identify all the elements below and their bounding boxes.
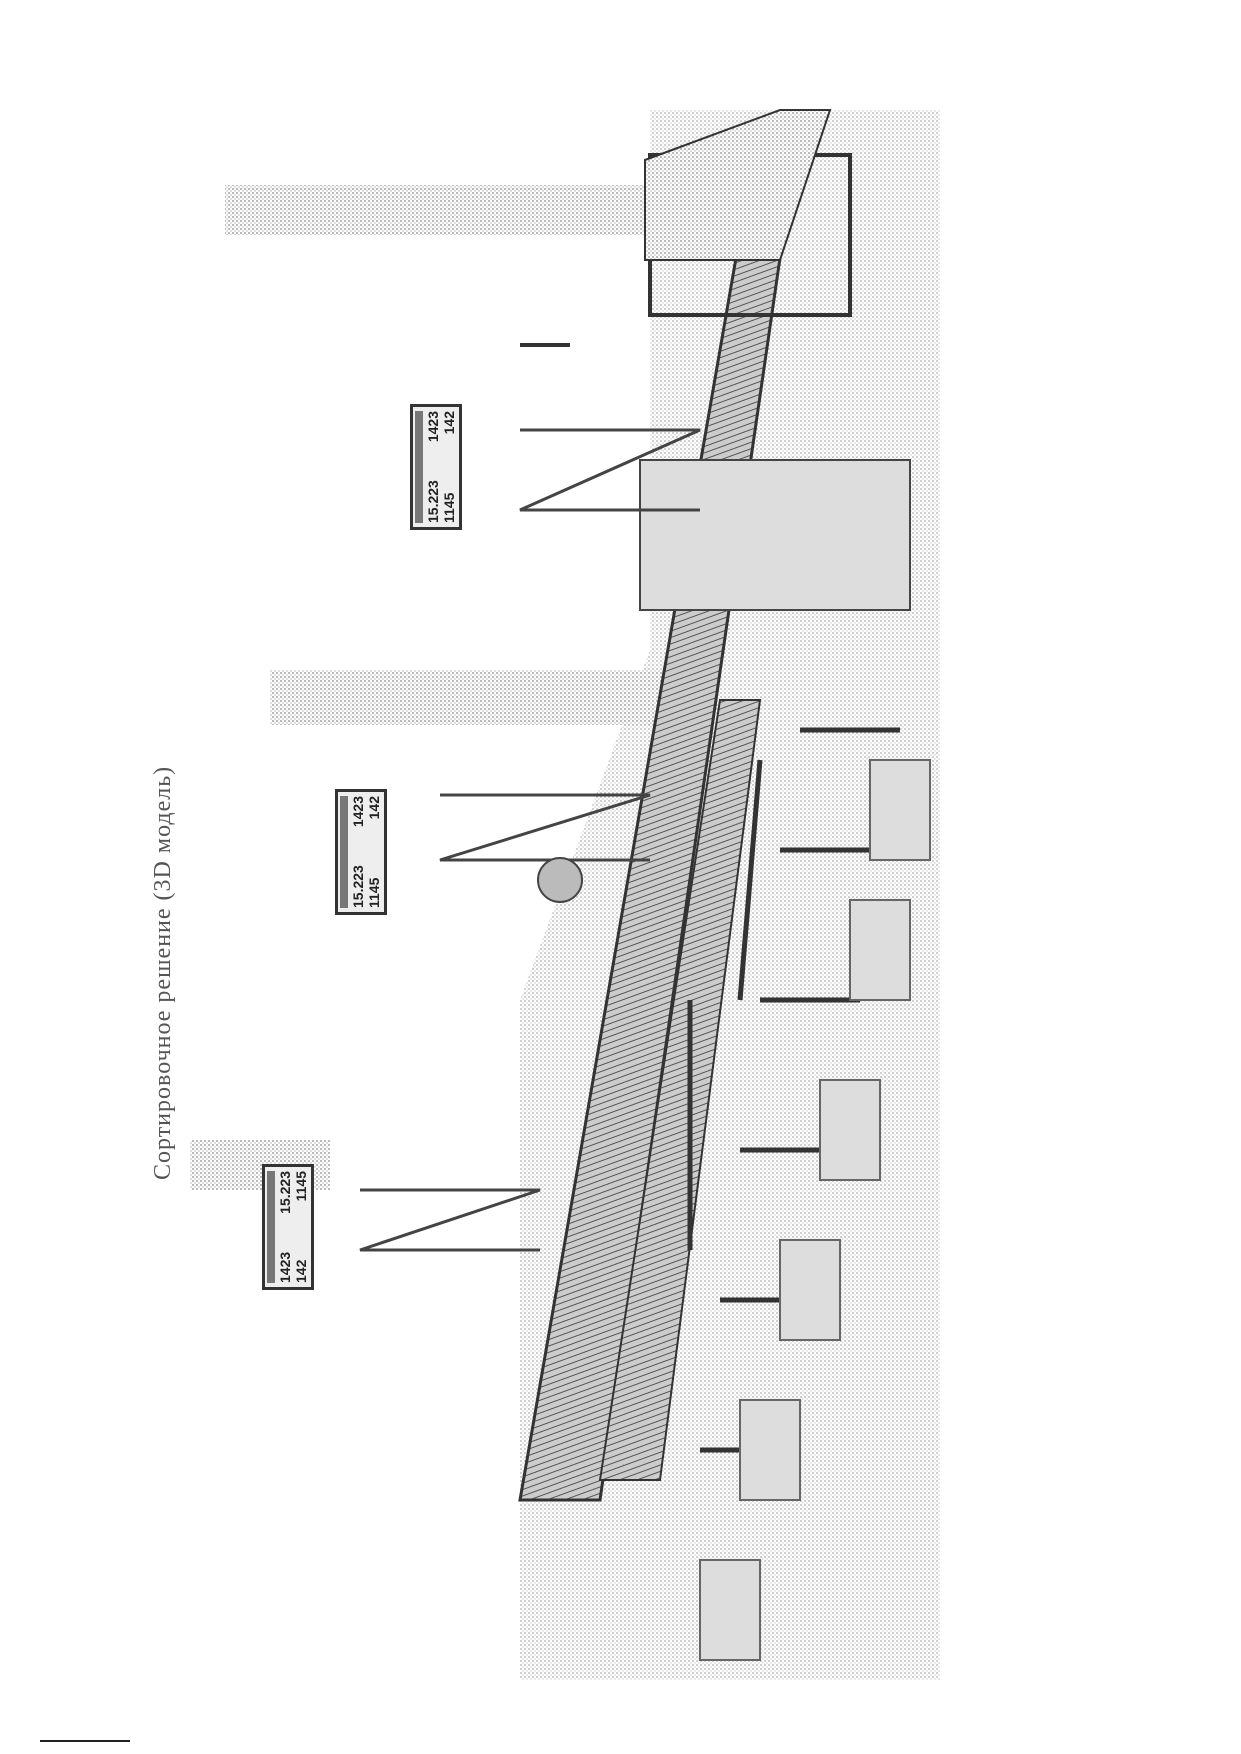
sign-value: 1145	[441, 492, 457, 523]
sign-masts	[359, 428, 701, 1252]
sign-value: 15.223	[277, 1171, 293, 1214]
sign-value: 1145	[293, 1171, 309, 1202]
conveyor-lane-2	[598, 699, 762, 1481]
wall-middle	[270, 670, 670, 725]
display-sign: 1423 15.223 142 1145	[262, 1164, 314, 1290]
sign-value: 1145	[366, 877, 382, 908]
scan-edge-line	[40, 1740, 130, 1742]
wall-top	[225, 185, 645, 235]
scanner-cabinet	[639, 459, 911, 611]
sign-value: 1423	[350, 796, 366, 828]
sign-value: 1423	[425, 411, 441, 443]
bins	[699, 759, 931, 1661]
display-sign: 15.223 1423 1145 142	[410, 404, 462, 530]
sign-value: 15.223	[425, 480, 441, 523]
sign-value: 142	[441, 411, 457, 435]
sign-value: 142	[293, 1259, 309, 1283]
sign-value: 1423	[277, 1251, 293, 1283]
hopper	[644, 109, 832, 261]
sign-value: 142	[366, 796, 382, 820]
sign-value: 15.223	[350, 865, 366, 908]
operator	[537, 857, 583, 903]
display-sign: 15.223 1423 1145 142	[335, 789, 387, 915]
